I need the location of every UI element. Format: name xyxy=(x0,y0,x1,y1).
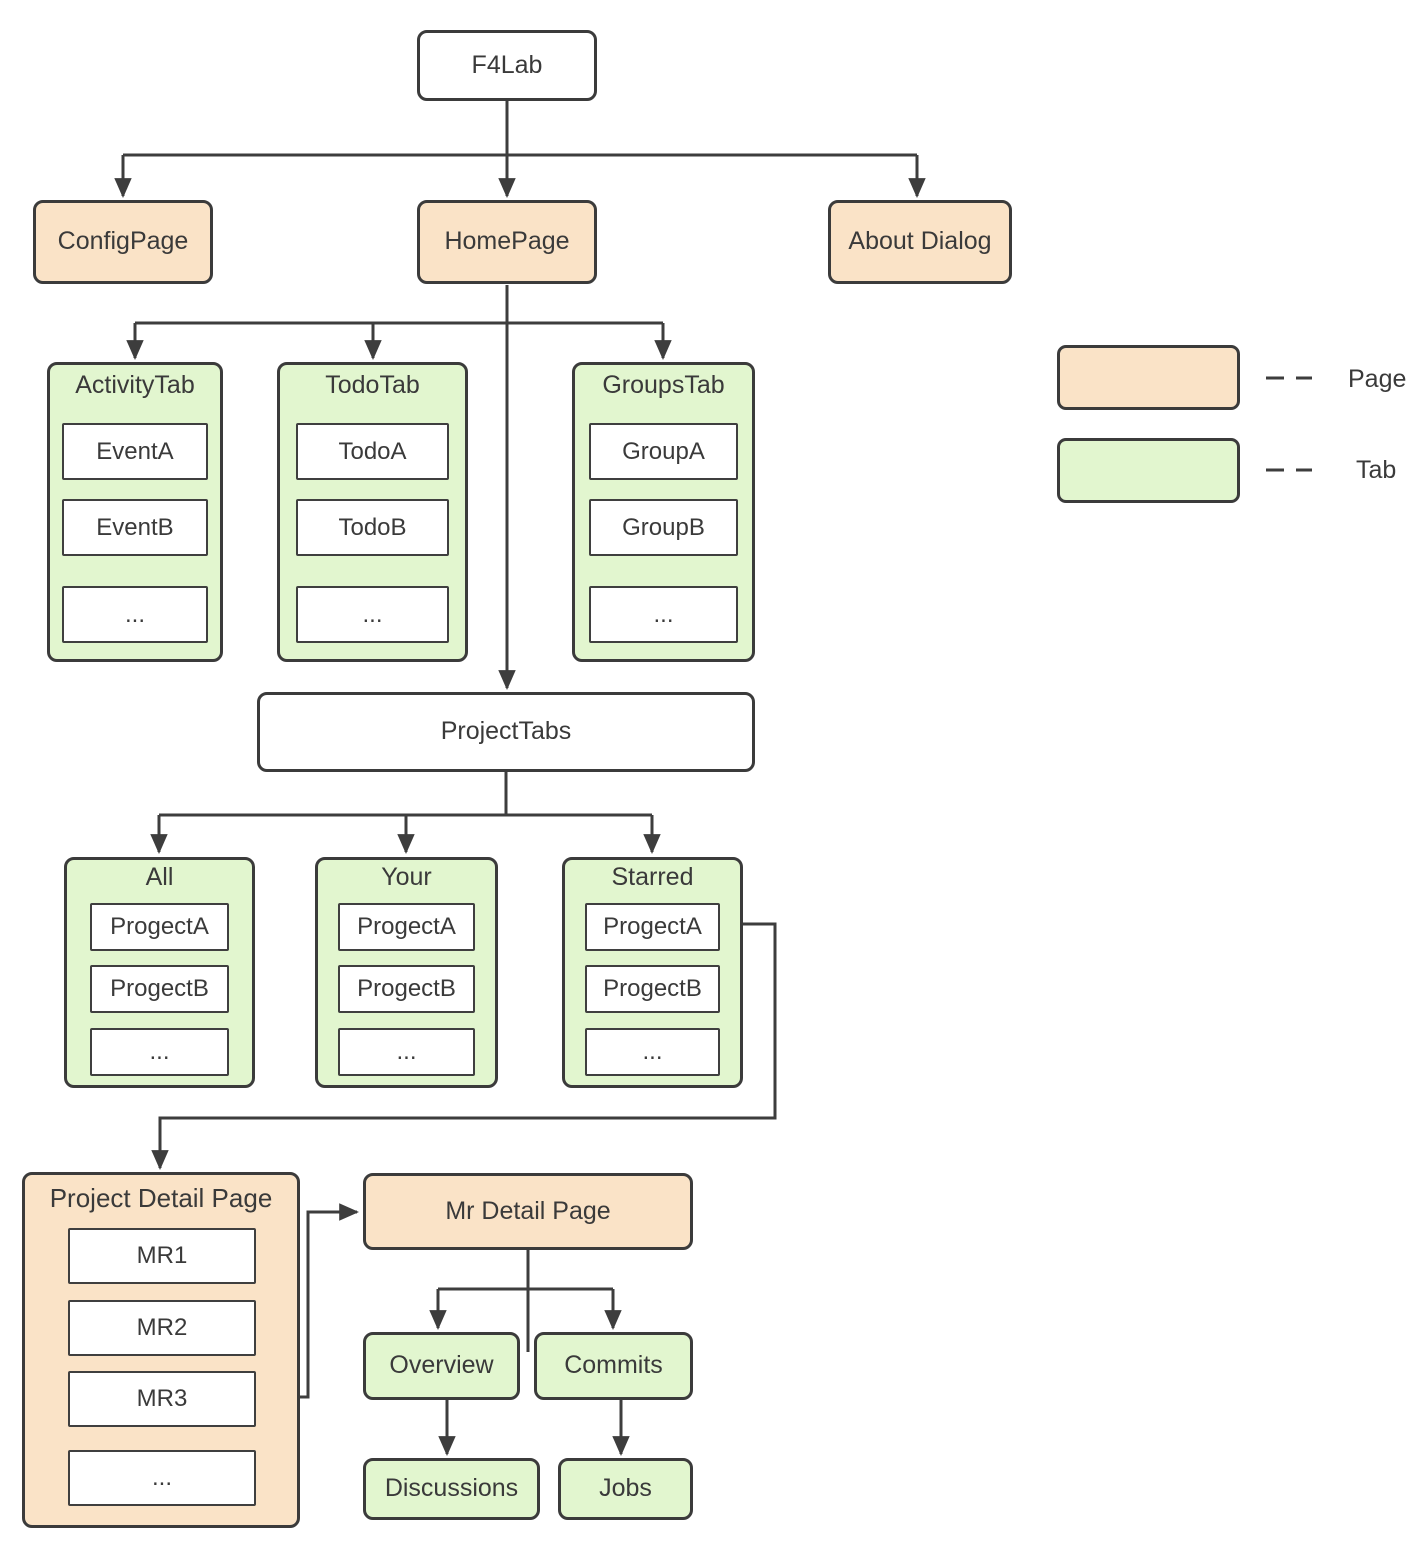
group-title: Starred xyxy=(611,863,694,891)
list-item: ... xyxy=(296,586,449,643)
list-item: MR1 xyxy=(68,1228,256,1284)
group-groupstab: GroupsTab GroupA GroupB ... xyxy=(572,362,755,662)
group-project-detail-page: Project Detail Page MR1 MR2 MR3 ... xyxy=(22,1172,300,1528)
node-commits: Commits xyxy=(534,1332,693,1400)
group-title: All xyxy=(145,863,174,891)
list-item: EventA xyxy=(62,423,208,480)
list-item: ... xyxy=(585,1028,720,1076)
group-all: All ProgectA ProgectB ... xyxy=(64,857,255,1088)
list-item: ... xyxy=(589,586,738,643)
node-f4lab: F4Lab xyxy=(417,30,597,101)
group-title: Your xyxy=(381,863,432,891)
list-item: TodoA xyxy=(296,423,449,480)
node-discussions: Discussions xyxy=(363,1458,540,1520)
list-item: GroupA xyxy=(589,423,738,480)
list-item: ... xyxy=(338,1028,475,1076)
group-title: GroupsTab xyxy=(602,371,725,399)
edge-root-branch xyxy=(123,101,917,157)
legend-page-swatch xyxy=(1057,345,1240,410)
node-projecttabs: ProjectTabs xyxy=(257,692,755,772)
node-overview: Overview xyxy=(363,1332,520,1400)
node-mr-detail-page: Mr Detail Page xyxy=(363,1173,693,1250)
list-item: ... xyxy=(90,1028,229,1076)
list-item: GroupB xyxy=(589,499,738,556)
list-item: MR2 xyxy=(68,1300,256,1356)
node-aboutdialog: About Dialog xyxy=(828,200,1012,284)
edge-progecta-to-projectdetail xyxy=(151,922,777,1170)
list-item: EventB xyxy=(62,499,208,556)
group-activitytab: ActivityTab EventA EventB ... xyxy=(47,362,223,662)
group-todotab: TodoTab TodoA TodoB ... xyxy=(277,362,468,662)
edge-projecttabs-branch xyxy=(159,772,652,817)
list-item: ... xyxy=(68,1450,256,1506)
list-item: ProgectB xyxy=(338,965,475,1013)
legend-tab-label: Tab xyxy=(1356,456,1397,484)
node-configpage: ConfigPage xyxy=(33,200,213,284)
list-item: MR3 xyxy=(68,1371,256,1427)
list-item: ProgectA xyxy=(90,903,229,951)
list-item: ... xyxy=(62,586,208,643)
list-item: ProgectB xyxy=(585,965,720,1013)
list-item: ProgectB xyxy=(90,965,229,1013)
group-title: ActivityTab xyxy=(75,371,195,399)
group-your: Your ProgectA ProgectB ... xyxy=(315,857,498,1088)
list-item: TodoB xyxy=(296,499,449,556)
node-homepage: HomePage xyxy=(417,200,597,284)
group-title: Project Detail Page xyxy=(49,1183,273,1213)
legend-page-label: Page xyxy=(1348,365,1407,393)
legend-tab-swatch xyxy=(1057,438,1240,503)
group-starred: Starred ProgectA ProgectB ... xyxy=(562,857,743,1088)
node-jobs: Jobs xyxy=(558,1458,693,1520)
list-item: ProgectA xyxy=(338,903,475,951)
list-item: ProgectA xyxy=(585,903,720,951)
group-title: TodoTab xyxy=(325,371,420,399)
